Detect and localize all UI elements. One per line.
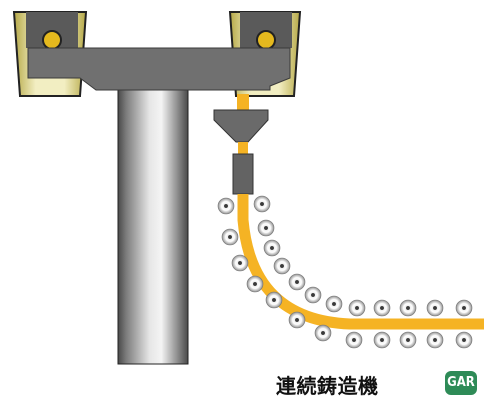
steel-stream-mid <box>238 142 248 154</box>
roller-icon <box>288 273 306 291</box>
steel-stream-top <box>237 94 249 110</box>
roller-icon <box>348 299 366 317</box>
turret-arm <box>27 47 291 91</box>
roller-icon <box>288 311 306 329</box>
roller-icon <box>426 331 444 349</box>
roller-icon <box>455 331 473 349</box>
roller-icon <box>265 291 283 309</box>
roller-icon <box>221 228 239 246</box>
roller-group <box>217 195 473 349</box>
roller-icon <box>325 295 343 313</box>
turret-column <box>117 83 189 365</box>
roller-icon <box>263 239 281 257</box>
roller-icon <box>257 219 275 237</box>
roller-icon <box>253 195 271 213</box>
roller-icon <box>304 286 322 304</box>
roller-icon <box>217 197 235 215</box>
roller-icon <box>399 299 417 317</box>
roller-icon <box>373 331 391 349</box>
roller-icon <box>314 324 332 342</box>
roller-icon <box>455 299 473 317</box>
tundish-icon <box>213 109 269 143</box>
caption: 連続鋳造機 <box>276 374 379 398</box>
roller-icon <box>246 275 264 293</box>
roller-icon <box>231 254 249 272</box>
gar-badge: GAR <box>445 371 477 395</box>
roller-icon <box>273 257 291 275</box>
roller-icon <box>426 299 444 317</box>
roller-icon <box>399 331 417 349</box>
roller-icon <box>345 331 363 349</box>
roller-icon <box>373 299 391 317</box>
mold-icon <box>232 153 254 195</box>
